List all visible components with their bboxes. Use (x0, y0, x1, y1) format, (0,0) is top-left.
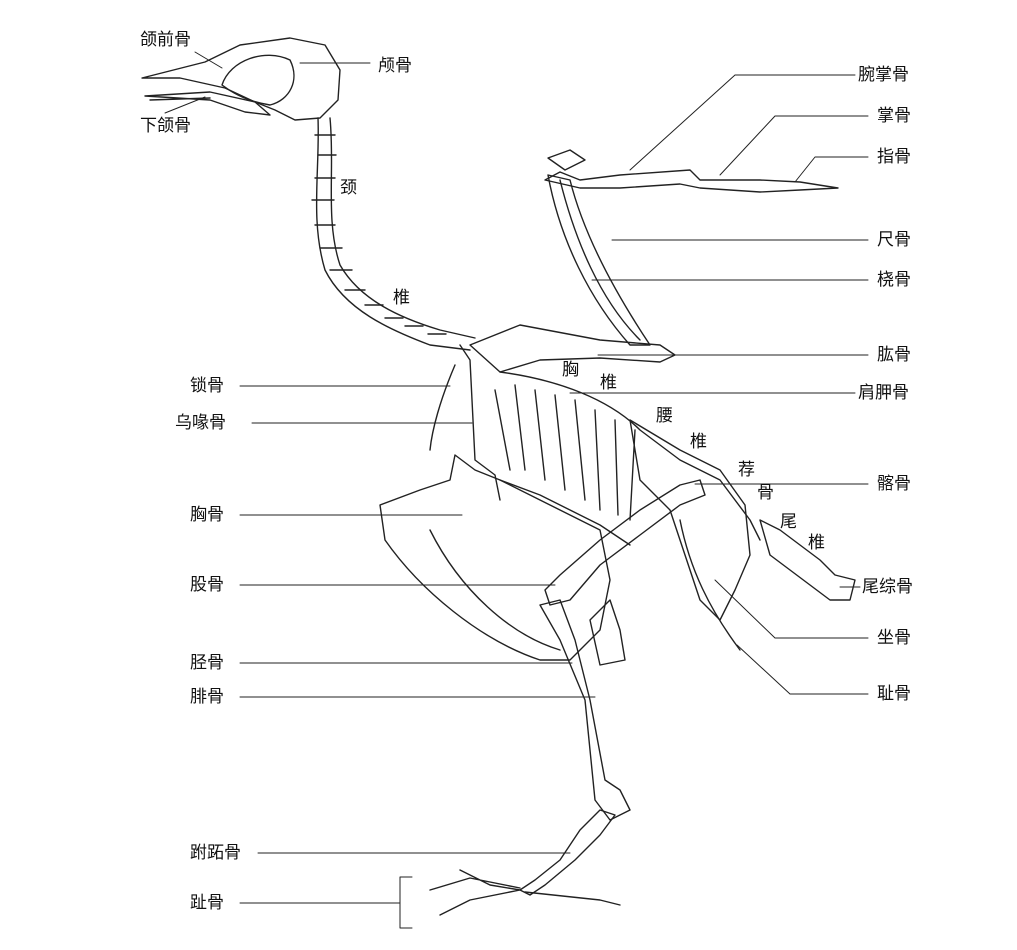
label-pygostyle: 尾综骨 (862, 577, 913, 597)
label-premaxilla: 颌前骨 (140, 30, 191, 50)
label-lumbar-2: 椎 (690, 432, 707, 452)
label-tarsometatarsus: 跗跖骨 (190, 843, 241, 863)
label-phalanges: 指骨 (877, 147, 911, 167)
ribcage (429, 344, 761, 546)
label-coracoid: 乌喙骨 (175, 413, 226, 433)
neck-vertebrae (311, 117, 476, 351)
wing (469, 149, 839, 373)
label-ulna: 尺骨 (877, 230, 911, 250)
label-metacarpal: 掌骨 (877, 106, 911, 126)
label-mandible: 下颌骨 (140, 116, 191, 136)
label-lumbar-1: 腰 (656, 406, 673, 426)
label-thoracic-1: 胸 (562, 360, 579, 380)
label-toes: 趾骨 (190, 893, 224, 913)
skull (141, 37, 341, 121)
label-pubis: 耻骨 (877, 684, 911, 704)
sternum (379, 454, 611, 661)
label-scapula: 肩胛骨 (858, 383, 909, 403)
label-clavicle: 锁骨 (190, 376, 224, 396)
label-caudal-1: 尾 (780, 512, 797, 532)
label-sacral-2: 骨 (757, 483, 774, 503)
pelvis (629, 419, 856, 651)
label-thoracic-2: 椎 (600, 373, 617, 393)
label-sacral-1: 荐 (738, 460, 755, 480)
label-neck-1: 颈 (340, 178, 357, 198)
label-humerus: 肱骨 (877, 345, 911, 365)
leader-lines (164, 51, 869, 929)
label-carpometacarpus: 腕掌骨 (858, 65, 909, 85)
label-caudal-2: 椎 (808, 533, 825, 553)
label-fibula: 腓骨 (190, 687, 224, 707)
label-femur: 股骨 (190, 575, 224, 595)
label-sternum: 胸骨 (190, 505, 224, 525)
label-skull: 颅骨 (378, 56, 412, 76)
label-neck-2: 椎 (393, 288, 410, 308)
label-radius: 桡骨 (877, 270, 911, 290)
label-ischium: 坐骨 (877, 628, 911, 648)
leg (429, 479, 706, 916)
label-ilium: 髂骨 (877, 474, 911, 494)
label-tibia: 胫骨 (190, 653, 224, 673)
